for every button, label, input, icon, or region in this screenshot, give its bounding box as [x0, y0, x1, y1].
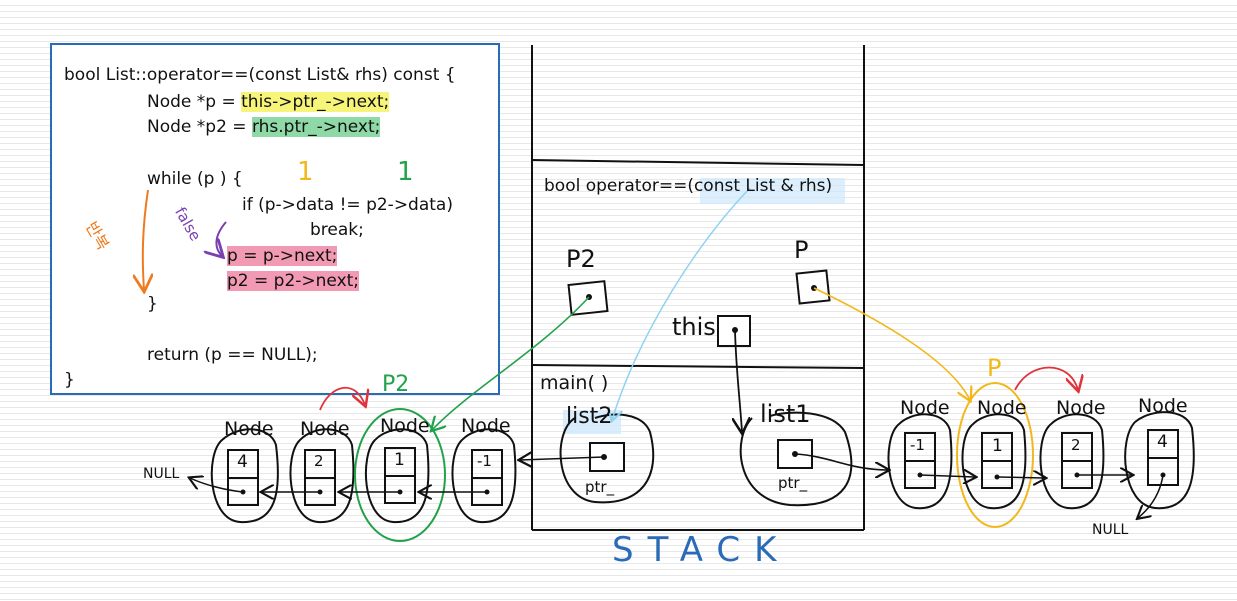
left-node-label-4: Node	[461, 415, 511, 437]
right-node-label-4: Node	[1138, 395, 1188, 417]
right-node-outline-1	[887, 413, 953, 510]
stack-label-p2: P2	[566, 245, 596, 273]
stack-list1-label: list1	[760, 400, 811, 428]
list2-ptr-label: ptr_	[585, 478, 615, 496]
left-node-label-3: Node	[380, 415, 430, 437]
stack-label-p: P	[794, 236, 809, 264]
left-node-value-3: 1	[394, 450, 405, 470]
this-arrow	[735, 329, 742, 432]
left-node-label-2: Node	[300, 418, 350, 440]
right-list	[887, 411, 1195, 510]
code-line-p-next: p = p->next;	[227, 246, 338, 266]
left-red-arrow	[319, 386, 365, 411]
right-link-2-3	[996, 477, 1045, 478]
left-node-outline-4	[451, 428, 517, 524]
code-p-decl-prefix: Node *p =	[147, 92, 242, 112]
stack-frame	[531, 45, 865, 531]
code-line-p2-decl: Node *p2 = rhs.ptr_->next;	[147, 117, 381, 137]
annotation-one-green: 1	[397, 157, 414, 187]
stack-label-this: this	[672, 313, 716, 341]
left-node-outline-2	[289, 428, 355, 524]
right-p-marker: P	[987, 354, 1002, 382]
p-node-marker-circle	[956, 382, 1034, 528]
right-node-value-1: -1	[910, 436, 925, 454]
list1-head-arrow	[794, 453, 888, 470]
code-line-p2-next: p2 = p2->next;	[227, 271, 360, 291]
left-node-value-2: 2	[314, 452, 324, 470]
stack-main-label: main( )	[540, 372, 609, 394]
code-panel: bool List::operator==(const List& rhs) c…	[50, 43, 500, 395]
code-line-while-close: }	[147, 294, 158, 314]
right-link-null	[1138, 474, 1164, 518]
code-p-next-highlight: p = p->next;	[227, 246, 338, 266]
p2-pointer-arrow	[432, 296, 590, 430]
code-line-close: }	[64, 370, 75, 390]
code-line-signature: bool List::operator==(const List& rhs) c…	[64, 65, 456, 85]
p-pointer-arrow	[813, 287, 970, 400]
right-node-outline-4	[1124, 411, 1195, 510]
rhs-to-list2-arrow	[612, 187, 751, 420]
rhs-highlight	[700, 178, 845, 204]
right-link-1-2	[919, 475, 975, 477]
right-node-outline-3	[1039, 413, 1105, 510]
right-node-label-2: Node	[977, 397, 1027, 419]
annotation-one-yellow: 1	[297, 157, 314, 187]
list1-ptr-label: ptr_	[778, 474, 808, 492]
left-node-value-1: 4	[237, 452, 248, 472]
code-p2-next-highlight: p2 = p2->next;	[227, 271, 360, 291]
code-line-p-decl: Node *p = this->ptr_->next;	[147, 92, 390, 112]
p2-node-marker-circle	[354, 408, 446, 542]
repeat-arrow	[143, 189, 148, 290]
left-node-label-1: Node	[224, 418, 274, 440]
code-p-decl-highlight: this->ptr_->next;	[241, 92, 390, 112]
left-link-null	[190, 478, 244, 493]
right-node-value-2: 1	[992, 436, 1003, 456]
code-line-break: break;	[310, 220, 364, 240]
list2-head-arrow	[520, 457, 605, 460]
left-list	[210, 428, 517, 524]
left-node-outline-3	[364, 428, 430, 524]
stack-frame-title: bool operator==(const List & rhs)	[544, 176, 833, 196]
code-line-return: return (p == NULL);	[147, 345, 318, 365]
stack-list2-label: list2	[566, 404, 613, 429]
stack-caption: STACK	[612, 530, 791, 570]
right-node-value-4: 4	[1157, 432, 1168, 452]
list1-object	[739, 411, 853, 507]
right-node-label-1: Node	[900, 397, 950, 419]
left-node-outline-1	[210, 428, 279, 524]
right-null-label: NULL	[1092, 522, 1129, 538]
left-node-value-4: -1	[477, 452, 492, 470]
left-p2-marker: P2	[382, 372, 410, 397]
code-line-while: while (p ) {	[147, 169, 243, 189]
right-red-arrow	[1014, 366, 1078, 391]
right-node-value-3: 2	[1071, 436, 1081, 454]
right-node-label-3: Node	[1056, 397, 1106, 419]
left-null-label: NULL	[143, 466, 180, 482]
right-node-outline-2	[961, 413, 1027, 510]
code-p2-decl-highlight: rhs.ptr_->next;	[251, 117, 381, 137]
code-line-if: if (p->data != p2->data)	[242, 195, 453, 215]
code-p2-decl-prefix: Node *p2 =	[147, 117, 252, 137]
false-arrow	[216, 221, 227, 256]
